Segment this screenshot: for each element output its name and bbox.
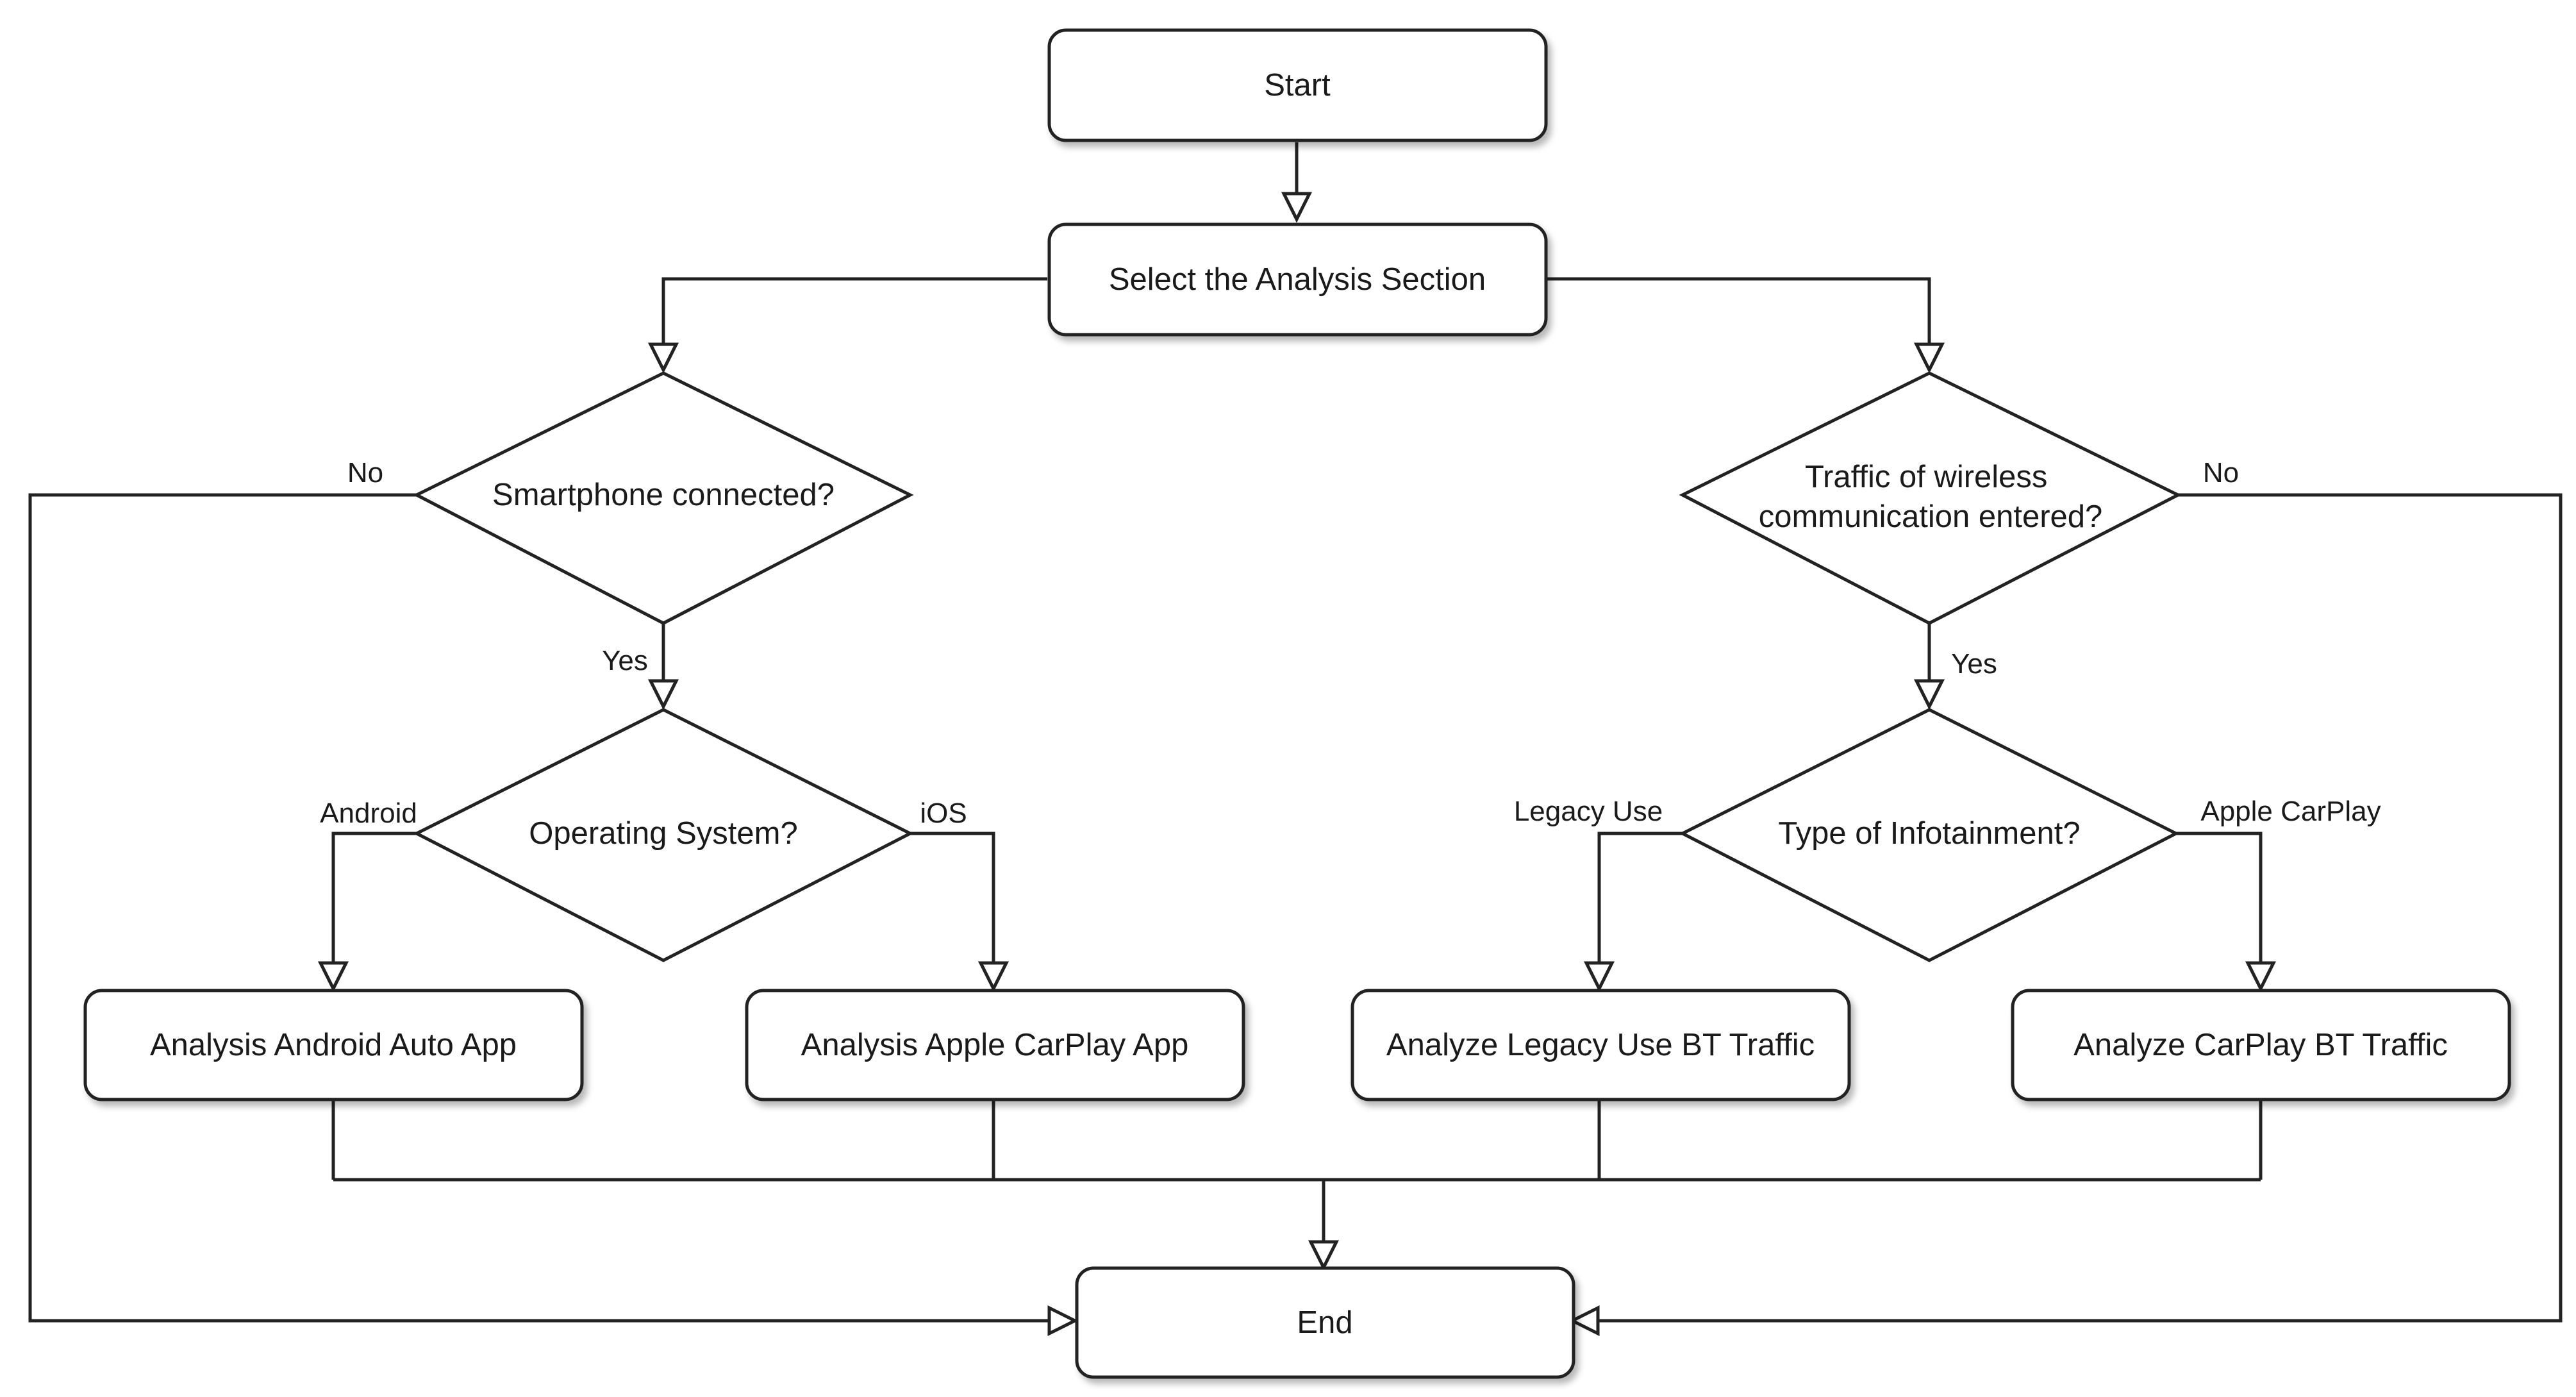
arrow-infotainment-legacy <box>1583 961 1615 992</box>
node-end: End <box>1075 1266 1575 1379</box>
label-os-android: Android <box>320 798 417 829</box>
edge-infotainment-carplay <box>2176 832 2263 971</box>
arrow-infotainment-carplay <box>2245 961 2277 992</box>
edge-labels: No Yes No Yes Android iOS Legacy Use App… <box>320 457 2381 829</box>
edge-infotainment-legacy <box>1597 832 1683 971</box>
arrow-os-android <box>317 961 349 992</box>
edge-traffic-no-to-end <box>1590 493 2563 1323</box>
node-carplay-bt-label: Analyze CarPlay BT Traffic <box>2073 1028 2448 1062</box>
edge-select-to-smartphone <box>661 277 1047 353</box>
node-end-label: End <box>1297 1305 1352 1340</box>
node-type-infotainment: Type of Infotainment? <box>1679 708 2180 962</box>
connectors <box>28 142 2563 1337</box>
node-traffic-wireless: Traffic of wireless communication entere… <box>1679 371 2182 625</box>
node-smartphone-connected: Smartphone connected? <box>413 371 914 625</box>
label-traffic-yes: Yes <box>1951 648 1997 680</box>
node-smartphone-connected-label: Smartphone connected? <box>492 478 835 512</box>
label-smartphone-no: No <box>347 457 383 489</box>
node-traffic-wireless-line-2: communication entered? <box>1759 499 2103 534</box>
node-operating-system-label: Operating System? <box>529 816 797 851</box>
label-os-ios: iOS <box>920 798 967 829</box>
node-select-section: Select the Analysis Section <box>1047 222 1548 337</box>
arrow-smartphone-no-to-end <box>1047 1305 1079 1337</box>
node-carplay-app: Analysis Apple CarPlay App <box>745 989 1245 1101</box>
node-carplay-app-label: Analysis Apple CarPlay App <box>801 1028 1189 1062</box>
node-android-app-label: Analysis Android Auto App <box>150 1028 517 1062</box>
label-traffic-no: No <box>2203 457 2239 489</box>
label-smartphone-yes: Yes <box>602 645 648 676</box>
node-traffic-wireless-label: Traffic of wireless communication entere… <box>1759 460 2103 534</box>
node-start: Start <box>1047 28 1548 142</box>
edge-os-ios <box>910 832 995 971</box>
edge-smartphone-no-to-end <box>28 493 1058 1323</box>
node-legacy-bt: Analyze Legacy Use BT Traffic <box>1350 989 1851 1101</box>
arrow-select-to-smartphone <box>647 342 679 374</box>
arrow-smartphone-yes-to-os <box>647 679 679 710</box>
edge-os-android <box>331 832 417 971</box>
arrow-os-ios <box>977 961 1010 992</box>
edge-select-to-traffic <box>1545 277 1931 353</box>
arrow-select-to-traffic <box>1913 342 1945 374</box>
node-select-section-label: Select the Analysis Section <box>1109 262 1486 297</box>
node-type-infotainment-label: Type of Infotainment? <box>1778 816 2080 851</box>
arrow-merge-to-end <box>1308 1240 1340 1271</box>
arrow-start-to-select <box>1281 192 1313 223</box>
label-infotainment-carplay: Apple CarPlay <box>2200 796 2381 827</box>
node-operating-system: Operating System? <box>413 708 914 962</box>
node-legacy-bt-label: Analyze Legacy Use BT Traffic <box>1386 1028 1815 1062</box>
node-android-app: Analysis Android Auto App <box>83 989 584 1101</box>
label-infotainment-legacy: Legacy Use <box>1514 796 1663 827</box>
arrow-traffic-yes-to-infotainment <box>1913 679 1945 710</box>
node-carplay-bt: Analyze CarPlay BT Traffic <box>2011 989 2511 1101</box>
node-traffic-wireless-line-1: Traffic of wireless <box>1805 460 2047 494</box>
arrow-traffic-no-to-end <box>1568 1305 1600 1337</box>
node-start-label: Start <box>1264 68 1331 103</box>
